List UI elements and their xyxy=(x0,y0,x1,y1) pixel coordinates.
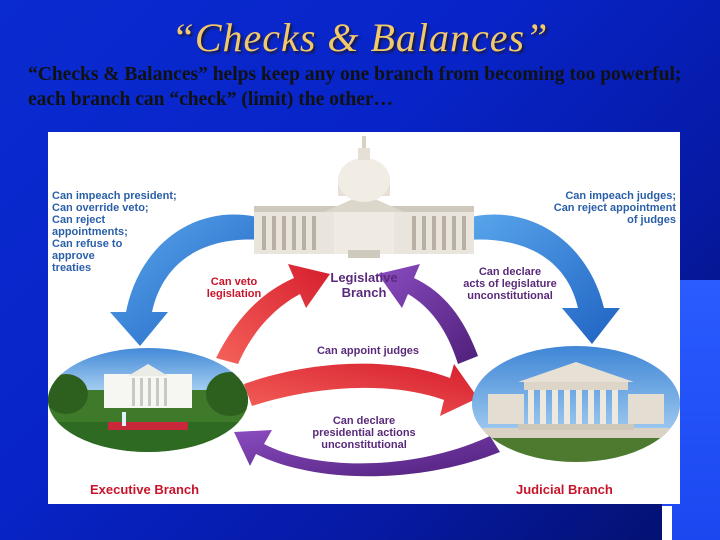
legislative-branch-label: Legislative Branch xyxy=(330,270,398,300)
executive-branch-label: Executive Branch xyxy=(90,482,200,497)
check-legislative-on-executive: Can impeach president; Can override veto… xyxy=(52,190,177,274)
arrow-legislative-to-executive xyxy=(110,214,262,346)
check-executive-on-legislative: Can veto legislation xyxy=(206,276,262,300)
arrow-judicial-to-legislative xyxy=(378,264,478,364)
check-legislative-on-judicial: Can impeach judges; Can reject appointme… xyxy=(553,190,676,226)
check-judicial-on-executive: Can declare presidential actions unconst… xyxy=(312,415,416,451)
decorative-stripe xyxy=(662,506,672,540)
arrow-judicial-to-executive xyxy=(234,430,500,477)
slide-title: “Checks & Balances” xyxy=(171,15,549,60)
arrow-legislative-to-judicial xyxy=(466,214,620,344)
arrow-executive-to-judicial xyxy=(244,363,478,416)
white-house-image xyxy=(48,348,248,452)
check-judicial-on-legislative: Can declare acts of legislature unconsti… xyxy=(463,266,557,302)
supreme-court-image xyxy=(472,346,680,462)
capitol-building-image xyxy=(254,136,474,258)
checks-and-balances-diagram: Can impeach president; Can override veto… xyxy=(48,132,680,504)
arrow-executive-to-legislative xyxy=(216,264,330,364)
check-executive-on-judicial: Can appoint judges xyxy=(316,345,420,357)
slide-subtitle: “Checks & Balances” helps keep any one b… xyxy=(28,64,682,110)
diagram-graphics xyxy=(48,136,680,477)
judicial-branch-label: Judicial Branch xyxy=(516,482,613,497)
